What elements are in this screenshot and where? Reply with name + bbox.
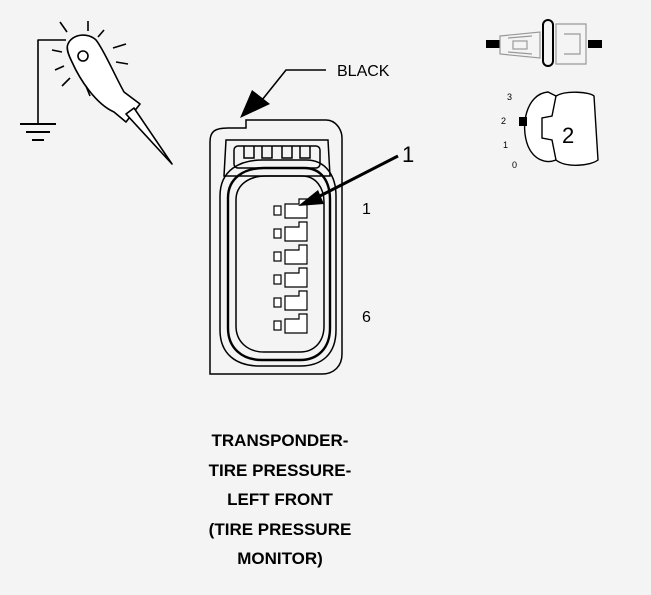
terminal-6 bbox=[273, 313, 308, 334]
callout-arrow bbox=[298, 154, 399, 206]
terminal-3 bbox=[273, 244, 308, 265]
ignition-key-icon bbox=[519, 91, 599, 166]
terminal-5 bbox=[273, 290, 308, 311]
switch-position-0: 0 bbox=[512, 160, 518, 170]
pin-last-label: 6 bbox=[362, 309, 371, 326]
pin-first-label: 1 bbox=[362, 201, 371, 218]
terminal-cavities bbox=[273, 198, 308, 334]
color-leader-line bbox=[240, 69, 326, 118]
caption-line-5: MONITOR) bbox=[237, 549, 323, 568]
connector-color-label: BLACK bbox=[337, 63, 390, 80]
terminal-4 bbox=[273, 267, 308, 288]
caption-line-4: (TIRE PRESSURE bbox=[208, 519, 352, 539]
connector-face bbox=[209, 119, 343, 375]
switch-position-3: 3 bbox=[507, 92, 513, 102]
callout-number: 1 bbox=[402, 142, 415, 167]
switch-position-1: 1 bbox=[503, 140, 509, 150]
connector-halves-icon bbox=[486, 19, 602, 67]
test-light-icon bbox=[20, 21, 173, 165]
terminal-2 bbox=[273, 221, 308, 242]
component-caption: TRANSPONDER- TIRE PRESSURE- LEFT FRONT (… bbox=[150, 426, 410, 574]
switch-position-2: 2 bbox=[501, 116, 507, 126]
terminal-1 bbox=[273, 198, 308, 219]
key-position-number: 2 bbox=[562, 123, 575, 148]
caption-line-1: TRANSPONDER- bbox=[211, 431, 349, 450]
caption-line-2: TIRE PRESSURE- bbox=[208, 460, 352, 480]
caption-line-3: LEFT FRONT bbox=[227, 490, 333, 509]
